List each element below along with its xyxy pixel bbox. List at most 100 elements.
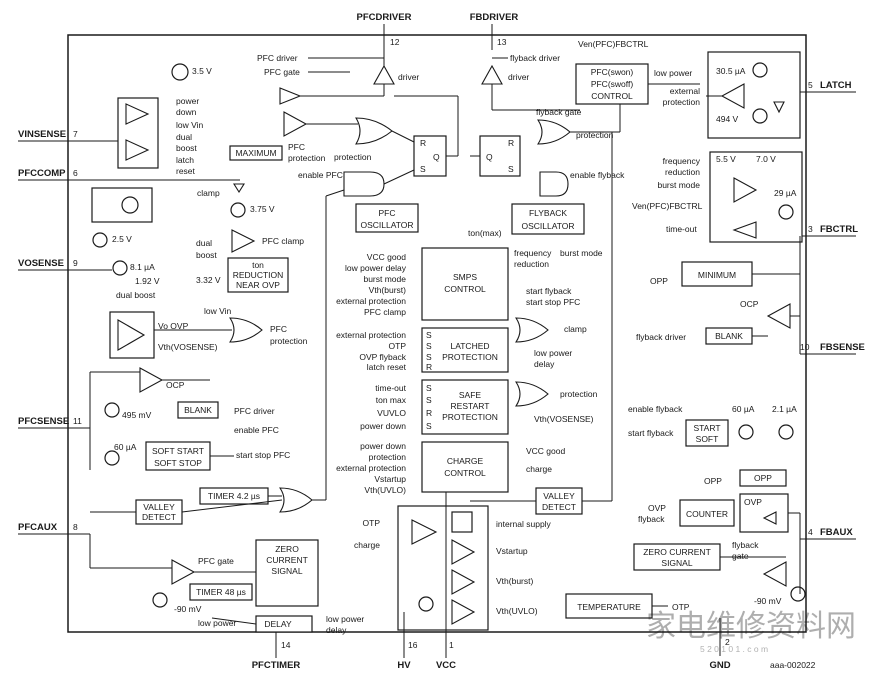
svg-text:power down: power down: [360, 441, 406, 451]
svg-text:enable PFC: enable PFC: [298, 170, 343, 180]
svg-text:Ven(PFC)FBCTRL: Ven(PFC)FBCTRL: [578, 39, 649, 49]
svg-text:power: power: [176, 96, 199, 106]
svg-text:frequency: frequency: [663, 156, 701, 166]
pin-latch-label: LATCH: [820, 80, 852, 91]
ton-reduction-block: [227, 257, 289, 293]
svg-text:aaa-002022: aaa-002022: [770, 660, 816, 670]
svg-text:driver: driver: [508, 72, 529, 82]
svg-text:SOFT STOP: SOFT STOP: [154, 458, 202, 468]
svg-text:OVP flyback: OVP flyback: [359, 352, 406, 362]
svg-text:CONTROL: CONTROL: [591, 91, 633, 101]
svg-text:external protection: external protection: [336, 463, 406, 473]
pin-vcc-number: 1: [449, 640, 454, 650]
svg-text:clamp: clamp: [564, 324, 587, 334]
svg-text:OPP: OPP: [650, 276, 668, 286]
svg-text:SIGNAL: SIGNAL: [271, 566, 302, 576]
charge-control-block: [421, 441, 509, 493]
svg-text:OTP: OTP: [363, 518, 381, 528]
svg-text:SMPS: SMPS: [453, 272, 477, 282]
svg-text:OSCILLATOR: OSCILLATOR: [521, 221, 574, 231]
svg-text:COUNTER: COUNTER: [686, 509, 728, 519]
svg-text:S: S: [426, 341, 432, 351]
svg-text:SOFT START: SOFT START: [152, 446, 204, 456]
svg-text:protection: protection: [334, 152, 372, 162]
svg-text:time-out: time-out: [666, 224, 697, 234]
pin-fbsense-label: FBSENSE: [820, 342, 865, 353]
svg-text:3.32 V: 3.32 V: [196, 275, 221, 285]
svg-text:reduction: reduction: [514, 259, 549, 269]
svg-text:8.1 µA: 8.1 µA: [130, 262, 155, 272]
pin-fbaux-label: FBAUX: [820, 527, 853, 538]
svg-text:PROTECTION: PROTECTION: [442, 352, 498, 362]
zcs-left-block: [255, 539, 319, 607]
svg-text:Vstartup: Vstartup: [374, 474, 406, 484]
svg-text:PFC: PFC: [288, 142, 305, 152]
svg-text:ZERO: ZERO: [275, 544, 299, 554]
pfc-rs-latch: [413, 135, 447, 177]
svg-text:Vstartup: Vstartup: [496, 546, 528, 556]
svg-text:2.5 V: 2.5 V: [112, 234, 132, 244]
svg-text:OVP: OVP: [744, 497, 762, 507]
svg-text:burst mode: burst mode: [363, 274, 406, 284]
pin-fbdriver-number: 13: [497, 37, 507, 47]
svg-text:OPP: OPP: [704, 476, 722, 486]
svg-text:OTP: OTP: [389, 341, 407, 351]
svg-text:494 V: 494 V: [716, 114, 739, 124]
svg-text:power down: power down: [360, 421, 406, 431]
ovp-or-gate: [228, 317, 263, 343]
svg-text:external protection: external protection: [336, 330, 406, 340]
svg-text:2.1 µA: 2.1 µA: [772, 404, 797, 414]
svg-text:R: R: [426, 408, 432, 418]
svg-text:VALLEY: VALLEY: [543, 491, 575, 501]
svg-text:DELAY: DELAY: [264, 619, 292, 629]
svg-text:VCC good: VCC good: [367, 252, 406, 262]
svg-text:charge: charge: [526, 464, 552, 474]
svg-text:external protection: external protection: [336, 296, 406, 306]
svg-text:delay: delay: [534, 359, 555, 369]
chip-outline: [67, 34, 807, 633]
svg-text:MAXIMUM: MAXIMUM: [235, 148, 276, 158]
svg-text:Vo OVP: Vo OVP: [158, 321, 189, 331]
svg-text:CONTROL: CONTROL: [444, 284, 486, 294]
wires: [89, 83, 806, 632]
svg-text:start flyback: start flyback: [526, 286, 572, 296]
pin-pfcsense-label: PFCSENSE: [18, 416, 69, 427]
pin-fbctrl-number: 3: [808, 224, 813, 234]
svg-text:S: S: [426, 352, 432, 362]
flyback-oscillator: [511, 203, 585, 235]
svg-text:start flyback: start flyback: [628, 428, 674, 438]
pin-gnd-number: 2: [725, 637, 730, 647]
svg-text:VCC good: VCC good: [526, 446, 565, 456]
svg-text:low power delay: low power delay: [345, 263, 407, 273]
svg-text:1.92 V: 1.92 V: [135, 276, 160, 286]
latch-block: [707, 51, 801, 139]
svg-text:down: down: [176, 107, 197, 117]
svg-text:Q: Q: [486, 152, 493, 162]
svg-text:OCP: OCP: [166, 380, 185, 390]
opp-block: [739, 469, 787, 487]
svg-text:S: S: [426, 395, 432, 405]
svg-text:reset: reset: [176, 166, 196, 176]
svg-text:start stop PFC: start stop PFC: [526, 297, 580, 307]
svg-text:MINIMUM: MINIMUM: [698, 270, 736, 280]
svg-text:reduction: reduction: [665, 167, 700, 177]
vinsense-comparators: [117, 97, 159, 169]
svg-text:VALLEY: VALLEY: [143, 502, 175, 512]
svg-text:PFC gate: PFC gate: [198, 556, 234, 566]
svg-text:PFC clamp: PFC clamp: [364, 307, 406, 317]
svg-text:dual: dual: [176, 132, 192, 142]
svg-text:ton(max): ton(max): [468, 228, 502, 238]
svg-text:S: S: [426, 383, 432, 393]
svg-text:60 µA: 60 µA: [732, 404, 755, 414]
svg-text:R: R: [420, 138, 426, 148]
pin-pfctimer-label: PFCTIMER: [252, 660, 301, 671]
pin-latch-number: 5: [808, 80, 813, 90]
soft-start-block: [145, 441, 211, 471]
watermark: 家电维修资料网 5 2 0 1 0 1 . c o m: [646, 610, 856, 654]
svg-text:TIMER 48 µs: TIMER 48 µs: [196, 587, 246, 597]
svg-text:external: external: [670, 86, 700, 96]
svg-text:protection: protection: [576, 130, 614, 140]
svg-text:Vth(UVLO): Vth(UVLO): [364, 485, 406, 495]
svg-text:PROTECTION: PROTECTION: [442, 412, 498, 422]
svg-text:7.0 V: 7.0 V: [756, 154, 776, 164]
